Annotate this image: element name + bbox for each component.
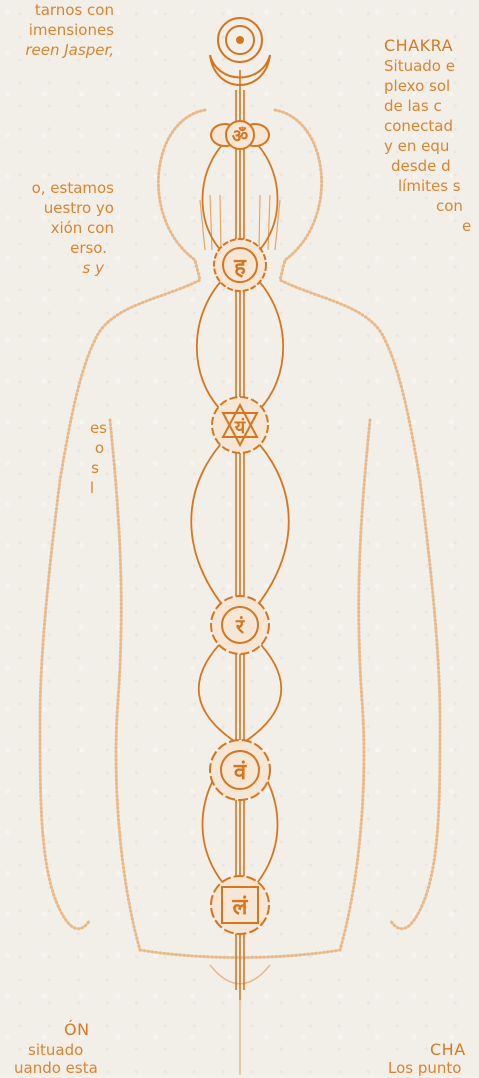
right-line-6: desde d [391, 156, 451, 176]
right-line-4: conectad [384, 116, 453, 136]
right-bottom-line: Los punto [388, 1058, 461, 1078]
left-bottom-line-2: uando esta [14, 1058, 98, 1078]
left-line-1: tarnos con [35, 0, 114, 20]
chakra-glyph-anahata: यं [234, 417, 247, 438]
right-line-8: con [436, 196, 463, 216]
right-top-heading: CHAKRA [384, 36, 453, 55]
left-line-5: uestro yo [44, 198, 114, 218]
right-line-5: y en equ [384, 136, 449, 156]
left-bottom-line-1: situado [28, 1040, 83, 1060]
chakra-glyph-muladhara: लं [232, 895, 249, 920]
right-bottom-heading: CHA [430, 1040, 466, 1059]
left-line-8: s y [83, 258, 104, 278]
right-line-1: Situado e [384, 56, 455, 76]
left-bottom-heading: ÓN [64, 1020, 90, 1039]
left-line-6: xión con [51, 218, 114, 238]
right-line-3: de las c [384, 96, 442, 116]
left-line-7: erso. [70, 238, 107, 258]
left-line-4: o, estamos [32, 178, 114, 198]
right-line-7: límites s [398, 176, 461, 196]
chakra-glyph-svadhisthana: वं [233, 760, 247, 785]
right-line-9: e [462, 216, 471, 236]
left-line-9: es [90, 418, 107, 438]
chakra-glyph-ajna: ॐ [232, 126, 248, 147]
left-line-12: l [90, 478, 94, 498]
central-channel [236, 70, 244, 1000]
left-line-10: o [95, 438, 104, 458]
left-line-11: s [91, 458, 99, 478]
left-line-2: imensiones [29, 20, 114, 40]
chakra-glyph-vishuddha: ह [233, 255, 247, 280]
left-line-3: reen Jasper, [25, 40, 114, 60]
right-line-2: plexo sol [384, 76, 450, 96]
chakra-glyph-manipura: रं [235, 614, 245, 638]
